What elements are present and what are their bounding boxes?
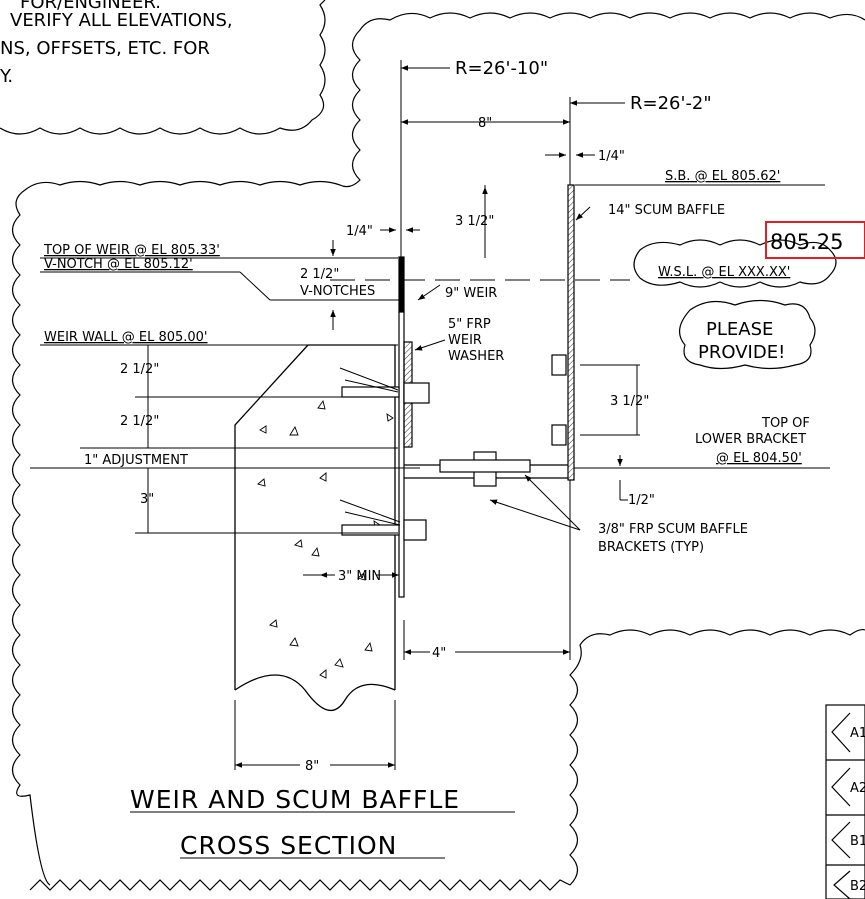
label-frp-1: 5" FRP	[448, 317, 491, 332]
drawing-title: WEIR AND SCUM BAFFLE CROSS SECTION	[130, 785, 460, 860]
weir-plate-notch	[398, 256, 405, 313]
title-line-1: WEIR AND SCUM BAFFLE	[130, 785, 460, 814]
table-row-b1: B1	[850, 834, 865, 849]
please-cloud	[679, 299, 816, 370]
label-top-of: TOP OF	[761, 416, 810, 431]
title-line-2: CROSS SECTION	[180, 831, 397, 860]
general-note: FOR/ENGINEER. VERIFY ALL ELEVATIONS, NS,…	[0, 0, 233, 87]
weir-plate	[398, 311, 405, 598]
wsl-cloud	[633, 239, 837, 288]
main-cloud	[11, 12, 865, 891]
dim-four: 4"	[432, 646, 446, 661]
dim-three-half-mid: 3 1/2"	[610, 394, 649, 409]
dim-three-min: 3" MIN	[338, 569, 381, 584]
concrete-aggregate	[257, 399, 394, 679]
label-el-bracket: @ EL 804.50'	[716, 451, 802, 466]
label-adjustment: 1" ADJUSTMENT	[84, 453, 188, 468]
note-line-2: VERIFY ALL ELEVATIONS,	[10, 10, 233, 31]
dim-quarter-right: 1/4"	[598, 149, 625, 164]
label-9-weir: 9" WEIR	[445, 286, 497, 301]
revision-table-labels: A1 A2 B1 B2	[850, 726, 865, 894]
callout-labels: S.B. @ EL 805.62' 14" SCUM BAFFLE TOP OF…	[43, 169, 810, 555]
highlight-value: 805.25	[770, 230, 843, 254]
dim-radius-weir: R=26'-10"	[455, 58, 548, 79]
note-cloud	[0, 0, 326, 135]
break-line	[234, 674, 396, 711]
table-row-a2: A2	[850, 781, 865, 796]
label-brackets-1: 3/8" FRP SCUM BAFFLE	[598, 522, 748, 537]
label-frp-3: WASHER	[448, 349, 504, 364]
dim-quarter-left: 1/4"	[346, 224, 373, 239]
dim-two-half-notch: 2 1/2"	[300, 267, 339, 282]
dim-three: 3"	[140, 492, 154, 507]
table-row-a1: A1	[850, 726, 865, 741]
scum-baffle	[567, 184, 575, 481]
dim-radius-baffle: R=26'-2"	[630, 93, 712, 114]
label-lower-bracket: LOWER BRACKET	[695, 432, 806, 447]
revision-table	[825, 704, 865, 899]
label-weir-wall: WEIR WALL @ EL 805.00'	[44, 330, 208, 345]
label-wsl: W.S.L. @ EL XXX.XX'	[658, 265, 790, 280]
label-v-notches: V-NOTCHES	[300, 284, 375, 299]
weir-assembly	[341, 184, 575, 598]
note-line-3: NS, OFFSETS, ETC. FOR	[0, 38, 210, 59]
dimension-lines	[30, 60, 830, 859]
label-sb-el: S.B. @ EL 805.62'	[665, 169, 780, 184]
label-please: PLEASE	[706, 319, 773, 340]
label-brackets-2: BRACKETS (TYP)	[598, 540, 704, 555]
highlighted-elevation: 805.25	[765, 221, 865, 259]
label-top-of-weir: TOP OF WEIR @ EL 805.33'	[43, 243, 220, 258]
dim-two-half-a: 2 1/2"	[120, 362, 159, 377]
highlight-box	[765, 221, 865, 259]
table-row-b2: B2	[850, 879, 865, 894]
dim-eight-bottom: 8"	[305, 759, 319, 774]
dim-eight-top: 8"	[478, 116, 492, 131]
dim-half: 1/2"	[628, 493, 655, 508]
note-line-4: Y.	[0, 66, 13, 87]
label-scum-baffle: 14" SCUM BAFFLE	[608, 203, 725, 218]
label-provide: PROVIDE!	[698, 342, 785, 363]
note-line-1: FOR/ENGINEER.	[20, 0, 161, 13]
dim-two-half-b: 2 1/2"	[120, 414, 159, 429]
dim-three-half-top: 3 1/2"	[455, 214, 494, 229]
dimension-labels: R=26'-10" R=26'-2" 8" 1/4" 1/4" 3 1/2" 2…	[120, 58, 712, 774]
label-v-notch: V-NOTCH @ EL 805.12'	[44, 257, 193, 272]
label-frp-2: WEIR	[448, 333, 482, 348]
